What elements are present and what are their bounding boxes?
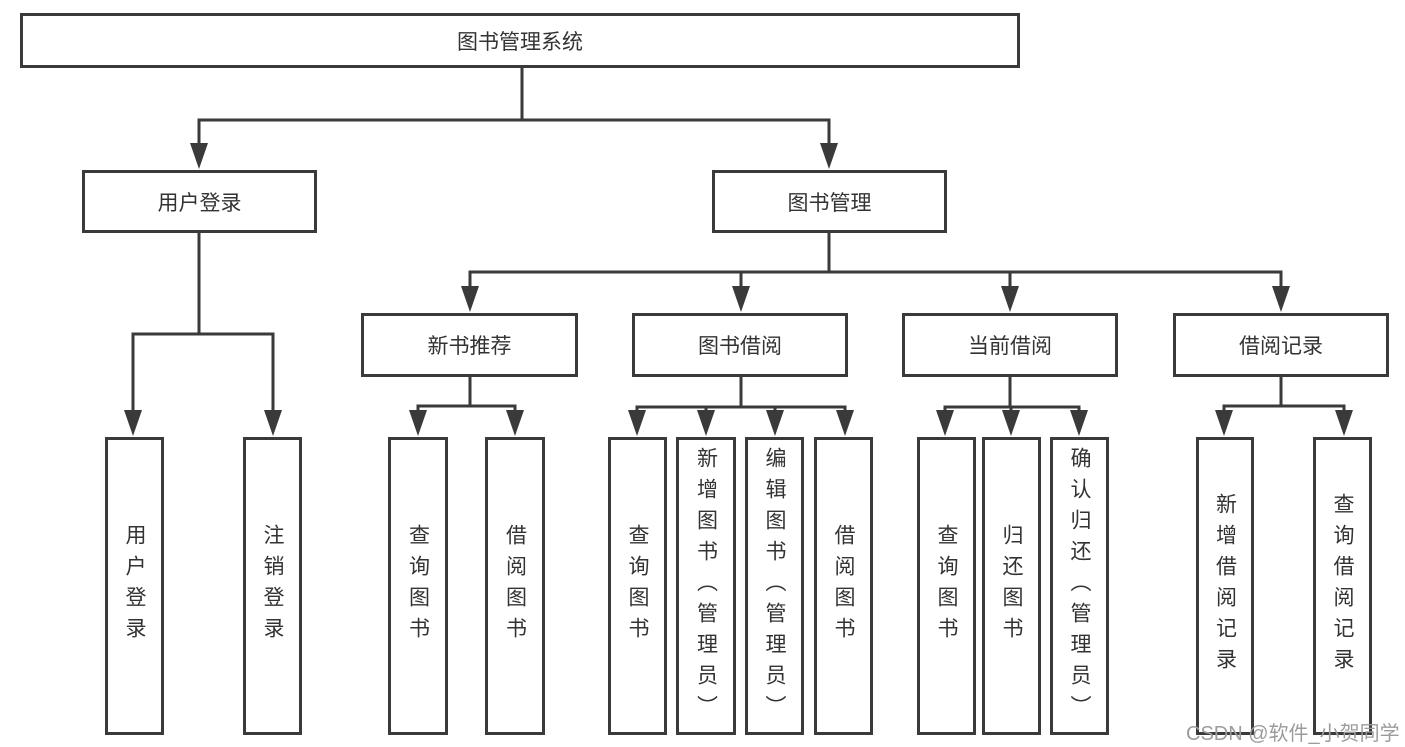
leaf-label: 注销登录 bbox=[261, 524, 284, 648]
node-user-login: 用户登录 bbox=[82, 170, 317, 233]
leaf-return-books: 归还图书 bbox=[982, 437, 1041, 735]
leaf-user-login: 用户登录 bbox=[105, 437, 164, 735]
node-label: 图书管理 bbox=[787, 191, 872, 215]
node-book-borrowing: 图书借阅 bbox=[632, 313, 848, 377]
arrowhead-icon bbox=[506, 410, 524, 436]
arrowhead-icon bbox=[732, 286, 750, 312]
node-current-borrowing: 当前借阅 bbox=[902, 313, 1118, 377]
leaf-confirm-return-admin: 确认归还（管理员） bbox=[1050, 437, 1109, 735]
leaf-query-books-recommend: 查询图书 bbox=[388, 437, 448, 735]
node-new-book-recommend: 新书推荐 bbox=[361, 313, 578, 377]
leaf-label: 归还图书 bbox=[1000, 524, 1023, 648]
node-library-management-system: 图书管理系统 bbox=[20, 13, 1020, 68]
arrowhead-icon bbox=[1070, 410, 1088, 436]
arrowhead-icon bbox=[1215, 410, 1233, 436]
leaf-label: 确认归还（管理员） bbox=[1068, 446, 1091, 726]
leaf-label: 新增借阅记录 bbox=[1213, 493, 1237, 679]
leaf-label: 查询借阅记录 bbox=[1331, 493, 1354, 679]
node-label: 当前借阅 bbox=[968, 335, 1052, 358]
arrowhead-icon bbox=[461, 286, 479, 312]
leaf-logout: 注销登录 bbox=[243, 437, 302, 735]
leaf-query-books-borrowing: 查询图书 bbox=[608, 437, 667, 735]
arrowhead-icon bbox=[1335, 410, 1353, 436]
node-label: 用户登录 bbox=[157, 191, 242, 215]
leaf-label: 借阅图书 bbox=[832, 524, 855, 648]
arrowheads bbox=[124, 143, 1353, 436]
leaf-label: 查询图书 bbox=[626, 524, 649, 648]
arrowhead-icon bbox=[697, 410, 715, 436]
leaf-label: 编辑图书（管理员） bbox=[763, 446, 786, 726]
leaf-borrow-books-borrowing: 借阅图书 bbox=[814, 437, 873, 735]
node-label: 图书管理系统 bbox=[457, 30, 583, 54]
node-label: 图书借阅 bbox=[698, 335, 782, 358]
arrowhead-icon bbox=[836, 410, 854, 436]
leaf-borrow-books-recommend: 借阅图书 bbox=[485, 437, 545, 735]
leaf-label: 用户登录 bbox=[123, 524, 146, 648]
node-borrowing-records: 借阅记录 bbox=[1173, 313, 1389, 377]
leaf-label: 查询图书 bbox=[935, 524, 958, 648]
leaf-query-borrow-record: 查询借阅记录 bbox=[1313, 437, 1372, 735]
arrowhead-icon bbox=[124, 410, 142, 436]
leaf-add-books-admin: 新增图书（管理员） bbox=[676, 437, 736, 735]
arrowhead-icon bbox=[1001, 286, 1019, 312]
leaf-edit-books-admin: 编辑图书（管理员） bbox=[745, 437, 804, 735]
node-label: 新书推荐 bbox=[427, 335, 512, 358]
arrowhead-icon bbox=[766, 410, 784, 436]
leaf-label: 借阅图书 bbox=[503, 524, 527, 648]
leaf-add-borrow-record: 新增借阅记录 bbox=[1196, 437, 1254, 735]
arrowhead-icon bbox=[1002, 410, 1020, 436]
arrowhead-icon bbox=[1272, 286, 1290, 312]
node-book-management: 图书管理 bbox=[712, 170, 947, 233]
leaf-label: 查询图书 bbox=[406, 524, 430, 648]
arrowhead-icon bbox=[820, 143, 838, 169]
arrowhead-icon bbox=[409, 410, 427, 436]
leaf-label: 新增图书（管理员） bbox=[694, 446, 718, 726]
arrowhead-icon bbox=[264, 410, 282, 436]
arrowhead-icon bbox=[190, 143, 208, 169]
arrowhead-icon bbox=[628, 410, 646, 436]
watermark: CSDN @软件_小贺同学 bbox=[1186, 723, 1400, 745]
arrowhead-icon bbox=[936, 410, 954, 436]
node-label: 借阅记录 bbox=[1239, 335, 1323, 358]
leaf-query-books-current: 查询图书 bbox=[917, 437, 976, 735]
